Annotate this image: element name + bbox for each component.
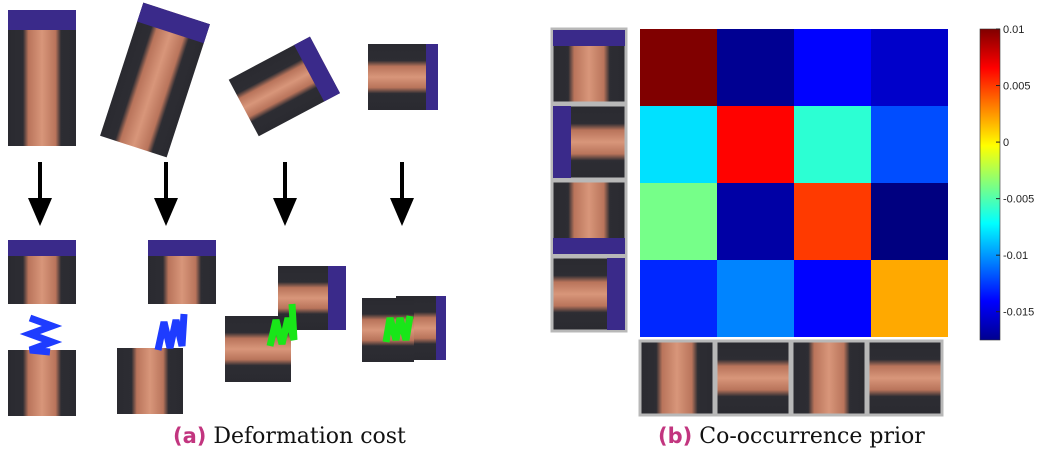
row-patch-3 (550, 179, 628, 257)
column-1-lower-part (8, 350, 76, 416)
colorbar-tick-label: -0.01 (1003, 250, 1028, 262)
heatmap-cell (717, 106, 794, 183)
caption-b-label: (b) (658, 424, 693, 448)
heatmap-cell (871, 106, 948, 183)
column-4-original-patch (368, 44, 438, 110)
caption-a-text: Deformation cost (213, 424, 406, 449)
spring-icon (154, 313, 188, 351)
heatmap-cell (717, 260, 794, 337)
column-1-upper-part (8, 240, 76, 304)
heatmap-cell (871, 183, 948, 260)
row-patch-4 (550, 255, 628, 333)
column-3-original-patch (228, 36, 340, 137)
colorbar: 0.01 0.005 0 -0.005 -0.01 -0.015 (979, 24, 1034, 341)
column-2-original-patch (100, 2, 210, 158)
row-patch-2 (550, 103, 628, 181)
column-2-upper-part (148, 240, 216, 304)
panel-b-cooccurrence: 0.01 0.005 0 -0.005 -0.01 -0.015 (550, 24, 1034, 417)
colorbar-tick-label: -0.015 (1003, 307, 1034, 319)
heatmap-cell (794, 106, 871, 183)
heatmap-cell (871, 260, 948, 337)
colorbar-ticks: 0.01 0.005 0 -0.005 -0.01 -0.015 (996, 24, 1034, 319)
column-3-upper-part (278, 266, 346, 330)
colorbar-tick-label: -0.005 (1003, 194, 1034, 206)
arrow-down-icon (390, 162, 414, 226)
colorbar-tick-label: 0.01 (1003, 24, 1024, 36)
heatmap-cell (794, 183, 871, 260)
heatmap-cell (871, 29, 948, 106)
heatmap-cell (794, 260, 871, 337)
heatmap-cell (717, 183, 794, 260)
column-3-lower-part (225, 316, 291, 382)
colorbar-tick-label: 0.005 (1003, 81, 1031, 93)
heatmap-cell (640, 183, 717, 260)
spring-icon (382, 315, 414, 343)
heatmap-cell (640, 106, 717, 183)
column-patch-1 (638, 339, 716, 417)
column-patch-4 (866, 339, 944, 417)
arrow-down-icon (28, 162, 52, 226)
caption-b: (b) Co-occurrence prior (658, 424, 925, 449)
column-patch-2 (714, 339, 792, 417)
spring-icon (19, 314, 63, 356)
arrow-down-icon (154, 162, 178, 226)
arrow-down-icon (273, 162, 297, 226)
column-2-lower-part (117, 348, 183, 414)
caption-b-text: Co-occurrence prior (699, 424, 925, 449)
column-patch-3 (790, 339, 868, 417)
caption-a-label: (a) (173, 424, 207, 448)
row-patch-1 (550, 27, 628, 105)
colorbar-tick-label: 0 (1003, 137, 1009, 149)
heatmap-cell (640, 260, 717, 337)
heatmap-cell (717, 29, 794, 106)
caption-a: (a) Deformation cost (173, 424, 406, 449)
colorbar-gradient (979, 28, 1001, 341)
spring-icon (266, 303, 298, 347)
heatmap-cell (640, 29, 717, 106)
panel-a-deformation (8, 2, 446, 416)
column-1-original-patch (8, 10, 76, 146)
cooccurrence-heatmap (640, 29, 948, 337)
heatmap-cell (794, 29, 871, 106)
